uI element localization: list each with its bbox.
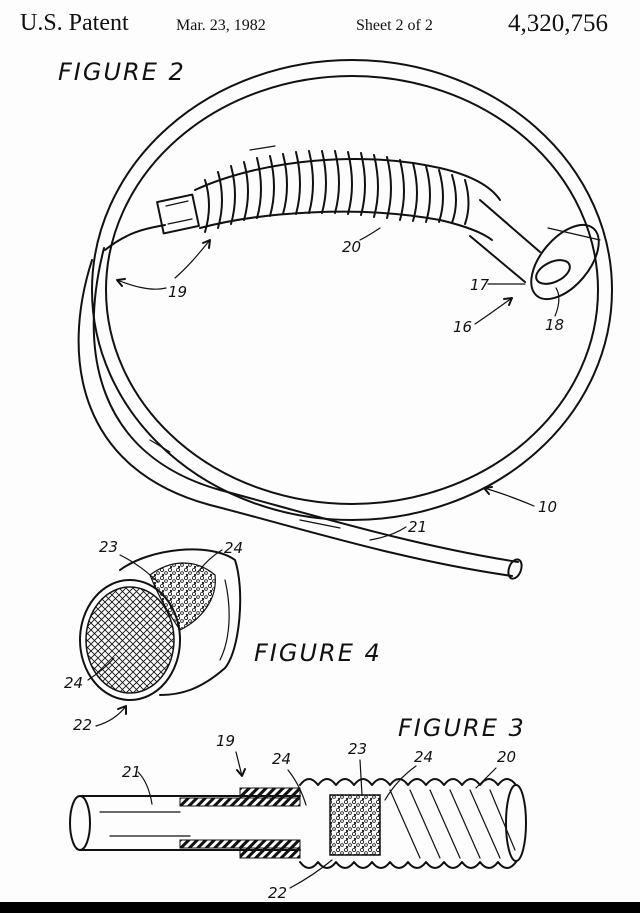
ref-23-fig4: 23 [99,538,118,556]
ref-21-fig2: 21 [408,518,427,536]
ref-24-fig4-left: 24 [64,674,83,692]
ref-20-fig3: 20 [497,748,516,766]
ref-23-fig3: 23 [348,740,367,758]
ref-22-fig4: 22 [73,716,92,734]
ref-24-fig4-top: 24 [224,539,243,557]
patent-label: U.S. Patent [20,10,129,36]
ref-24-fig3-left: 24 [272,750,291,768]
figure-3: FIGURE 3 19 21 24 23 [69,714,527,902]
figure-3-title: FIGURE 3 [398,714,526,742]
ref-20: 20 [342,238,361,256]
ref-21-fig3: 21 [122,763,141,781]
coiled-tube [77,59,613,580]
ref-17: 17 [470,276,490,294]
corrugated-bellows [194,150,501,241]
ref-19: 19 [168,283,187,301]
ref-10: 10 [538,498,557,516]
ref-22-fig3: 22 [268,884,287,902]
figure-4: FIGURE 4 23 24 24 22 [64,538,382,734]
patent-number: 4,320,756 [508,10,608,37]
figure-2: FIGURE 2 [58,58,613,580]
figure-4-title: FIGURE 4 [254,639,382,667]
ref-19-fig3: 19 [216,732,235,750]
sheet-indicator: Sheet 2 of 2 [356,17,433,34]
tube-coupling [104,193,200,251]
bottom-edge-bar [0,902,640,913]
figure-2-title: FIGURE 2 [58,58,186,86]
patent-date: Mar. 23, 1982 [176,17,266,34]
ref-18: 18 [545,316,564,334]
ref-24-fig3-right: 24 [414,748,433,766]
ref-16: 16 [453,318,472,336]
outlet-fitting [469,199,601,301]
